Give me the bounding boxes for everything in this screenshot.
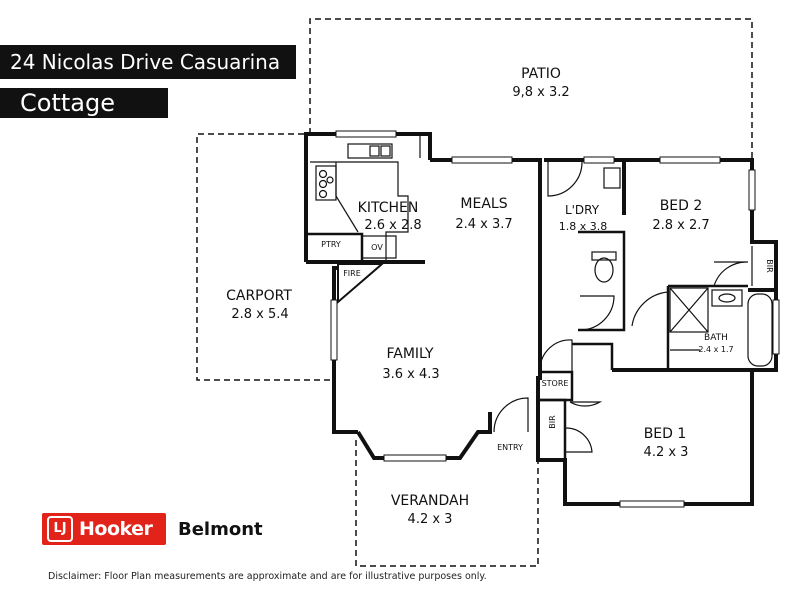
pantry-label: PTRY	[321, 240, 341, 249]
door-entry	[493, 397, 529, 433]
bath-label: BATH	[704, 333, 728, 343]
wall-meals-top	[430, 158, 542, 380]
carport-size: 2.8 x 5.4	[231, 307, 288, 322]
bed1-label: BED 1	[644, 426, 687, 442]
family-size: 3.6 x 4.3	[382, 367, 439, 382]
door-laundry-wc	[579, 295, 615, 331]
lj-logo-icon: LJ	[47, 516, 73, 542]
property-type-banner: Cottage	[0, 88, 168, 118]
window-bed2-side	[748, 169, 756, 211]
wall-laundry-bath	[578, 230, 626, 332]
window-laundry	[583, 156, 615, 164]
door-store	[539, 339, 573, 372]
property-address: 24 Nicolas Drive Casuarina	[10, 50, 281, 74]
patio-outline	[309, 18, 753, 158]
family-label: FAMILY	[386, 346, 433, 362]
wall-bay	[356, 412, 492, 460]
store-label: STORE	[542, 379, 569, 388]
sink-bowl-2	[380, 145, 391, 157]
address-banner: 24 Nicolas Drive Casuarina	[0, 45, 296, 79]
patio-label: PATIO	[521, 66, 561, 82]
kitchen-label: KITCHEN	[358, 200, 419, 216]
window-bath	[772, 299, 780, 355]
kitchen-sink	[347, 143, 393, 159]
bed2-label: BED 2	[660, 198, 703, 214]
burner-icon	[318, 179, 328, 189]
verandah-outline	[355, 440, 539, 567]
burner-icon	[318, 189, 328, 199]
basin-icon	[718, 293, 736, 303]
burner-icon	[318, 169, 328, 179]
shower-base	[669, 287, 709, 333]
wall-corridor	[572, 342, 614, 370]
disclaimer: Disclaimer: Floor Plan measurements are …	[48, 571, 487, 582]
meals-size: 2.4 x 3.7	[455, 217, 512, 232]
window-family	[330, 299, 338, 361]
cooktop	[315, 165, 337, 201]
window-verandah	[383, 454, 447, 462]
window-meals	[451, 156, 513, 164]
bathtub	[747, 293, 773, 367]
sink-bowl-1	[369, 145, 380, 157]
toilet-icon	[594, 257, 614, 283]
door-bath	[631, 291, 669, 327]
door-bed2	[713, 261, 749, 287]
patio-size: 9,8 x 3.2	[512, 85, 569, 100]
meals-label: MEALS	[460, 196, 507, 212]
door-bir1	[565, 427, 593, 453]
wall-bed1	[536, 368, 754, 506]
laundry-size: 1.8 x 3.8	[559, 220, 608, 233]
carport-outline	[196, 133, 333, 381]
fireplace	[337, 263, 385, 305]
laundry-label: L'DRY	[565, 203, 600, 217]
bed1-size: 4.2 x 3	[644, 445, 689, 460]
laundry-tub	[603, 167, 621, 189]
logo-text: Hooker	[79, 518, 153, 540]
bed2-size: 2.8 x 2.7	[652, 218, 709, 233]
shower-hatch	[669, 287, 709, 333]
burner-icon	[326, 176, 334, 184]
fire-label: FIRE	[343, 269, 361, 278]
verandah-size: 4.2 x 3	[408, 512, 453, 527]
door-bed1	[569, 401, 603, 407]
window-bed1	[619, 500, 685, 508]
oven-box	[361, 235, 397, 259]
window-kitchen	[335, 130, 397, 138]
bir-bed1-label: BIR	[548, 415, 557, 429]
oven-label: OV	[371, 243, 383, 252]
entry-label: ENTRY	[497, 443, 523, 452]
toilet-cistern	[591, 251, 617, 261]
window-bed2	[659, 156, 721, 164]
verandah-label: VERANDAH	[391, 493, 469, 509]
door-patio-laundry	[547, 161, 583, 197]
kitchen-size: 2.6 x 2.8	[364, 218, 421, 233]
wall-bath-right	[612, 288, 778, 372]
bath-size: 2.4 x 1.7	[698, 345, 733, 354]
bir-bed2-label: BIR	[765, 259, 774, 273]
wall-bir1	[538, 398, 567, 460]
office-name: Belmont	[178, 518, 263, 540]
agency-branding: LJ Hooker Belmont	[42, 513, 263, 545]
property-type: Cottage	[20, 89, 115, 117]
vanity	[711, 289, 743, 307]
lj-hooker-logo: LJ Hooker	[42, 513, 166, 545]
carport-label: CARPORT	[226, 288, 292, 304]
